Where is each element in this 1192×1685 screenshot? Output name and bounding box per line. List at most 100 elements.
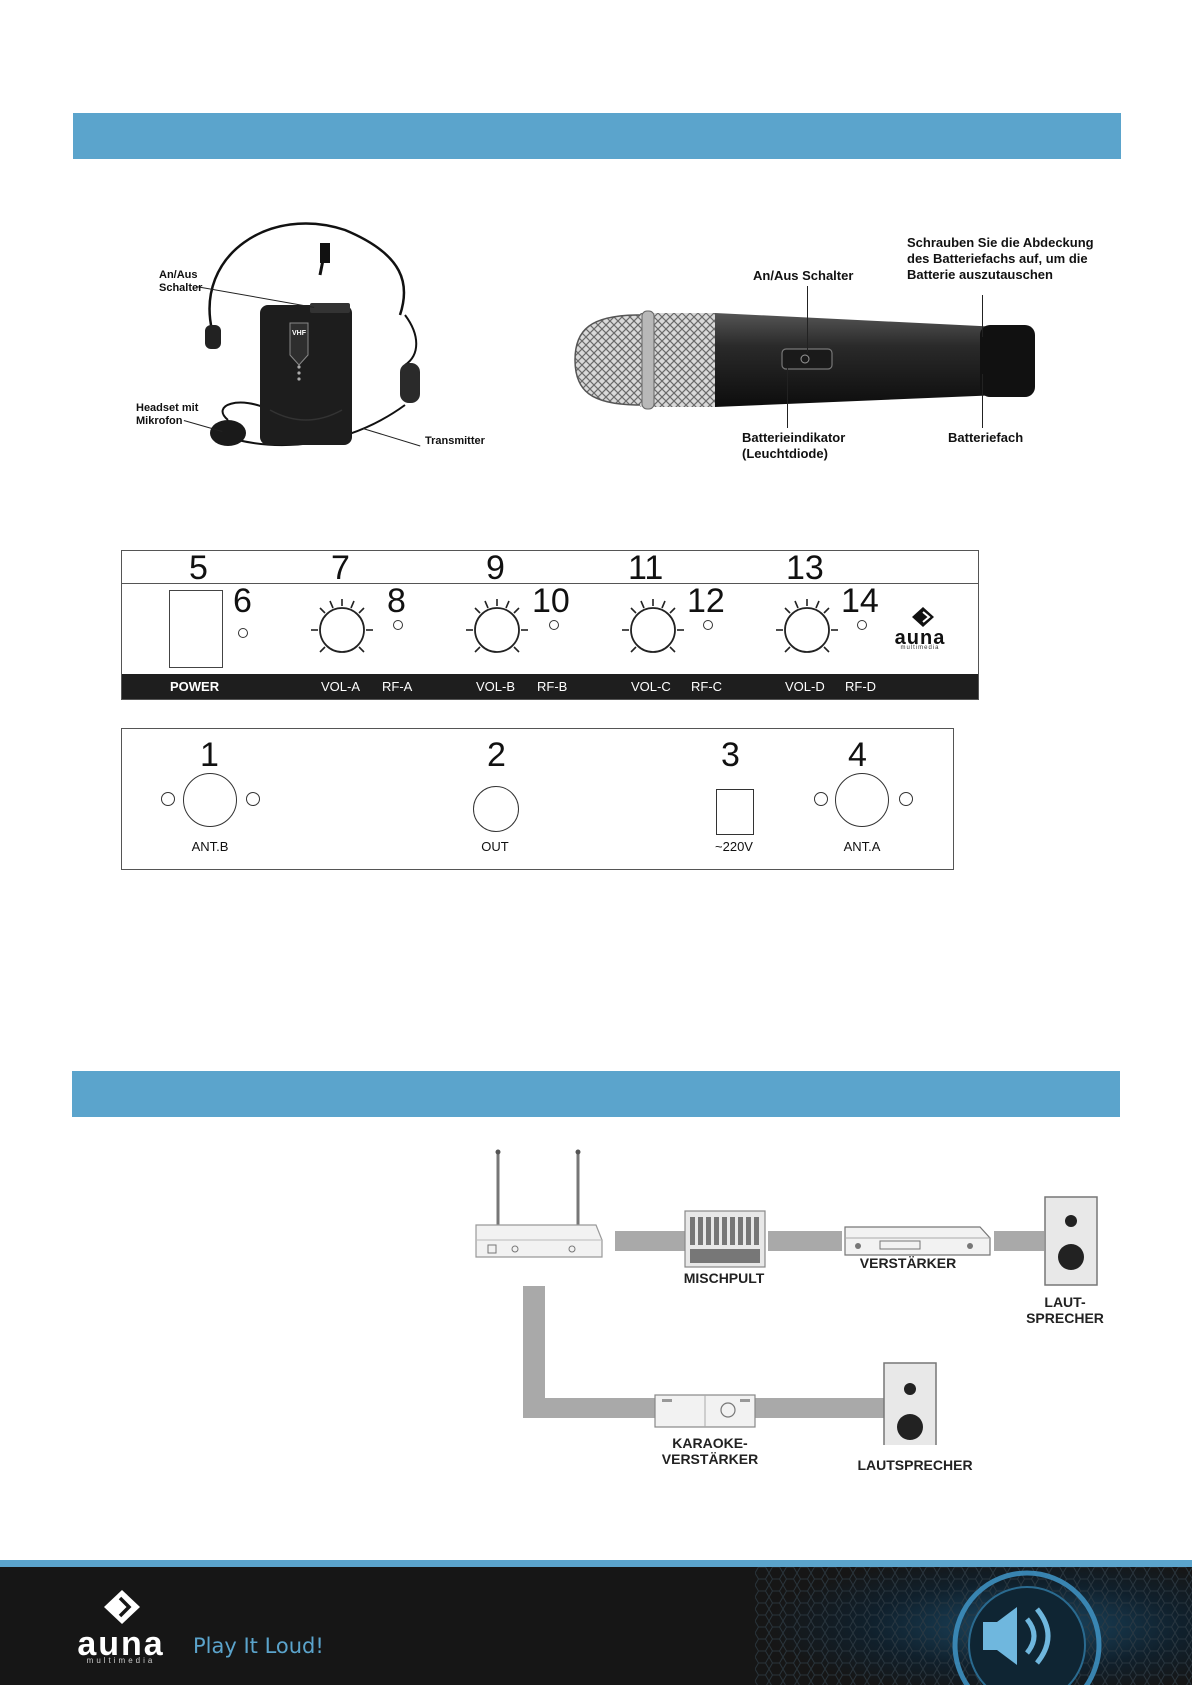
footer-slogan: Play It Loud! <box>193 1634 324 1658</box>
rf-b-led <box>549 620 559 630</box>
vol-c-knob <box>622 599 684 653</box>
cable-mixer-amplifier <box>768 1231 842 1251</box>
label-rf-b: RF-B <box>537 679 568 694</box>
front-number-14: 14 <box>841 582 879 620</box>
label-karaoke: KARAOKE- VERSTÄRKER <box>661 1435 759 1467</box>
front-panel-label-strip <box>122 674 978 699</box>
speaker-bottom <box>883 1362 937 1445</box>
section-header-bar-top <box>73 113 1121 159</box>
handheld-compartment-label: Batteriefach <box>948 430 1024 445</box>
front-number-7: 7 <box>331 549 350 587</box>
front-panel-brand-sub: multimedia <box>900 645 940 651</box>
rear-number-3: 3 <box>721 736 740 774</box>
cable-karaoke-speaker <box>753 1398 885 1418</box>
rf-c-led <box>703 620 713 630</box>
label-vol-b: VOL-B <box>476 679 516 694</box>
mixer-device <box>684 1210 766 1268</box>
vhf-badge-text: VHF <box>292 330 307 337</box>
ant-b-screw-left <box>161 792 175 806</box>
rf-d-led <box>857 620 867 630</box>
footer-speaker-graphic <box>755 1567 1192 1685</box>
handheld-switch-lead <box>807 286 808 352</box>
power-led <box>238 628 248 638</box>
label-speaker-top: LAUT- SPRECHER <box>1026 1294 1104 1326</box>
vol-d-knob <box>776 599 838 653</box>
footer-accent-stripe <box>0 1560 1192 1567</box>
right-ear-pad <box>400 363 420 403</box>
handheld-mic-drawing <box>574 310 1035 410</box>
vol-a-knob <box>311 599 373 653</box>
handheld-mic-illustration <box>570 305 1040 415</box>
front-number-9: 9 <box>486 549 505 587</box>
out-jack <box>473 786 519 832</box>
rear-number-2: 2 <box>487 736 506 774</box>
amplifier-device <box>844 1226 991 1256</box>
headset-mic-capsule <box>210 420 246 446</box>
volume-knobs <box>311 599 838 653</box>
headset-switch-label: An/Aus Schalter <box>159 269 203 294</box>
front-number-6: 6 <box>233 582 252 620</box>
footer-brand: auna <box>77 1625 165 1663</box>
front-panel-brand: auna <box>894 627 946 649</box>
label-mixer: MISCHPULT <box>683 1270 765 1286</box>
front-panel-divider <box>122 583 978 584</box>
ant-b-screw-right <box>246 792 260 806</box>
ant-a-screw-right <box>899 792 913 806</box>
ant-b-connector <box>183 773 237 827</box>
rf-a-led <box>393 620 403 630</box>
headset-mic-label: Headset mit Mikrofon <box>136 402 199 427</box>
front-panel-brand-logo <box>912 607 934 627</box>
label-power: POWER <box>170 679 220 694</box>
handheld-cover-lead <box>982 295 983 337</box>
front-number-8: 8 <box>387 582 406 620</box>
handheld-cover-label: Schrauben Sie die Abdeckung des Batterie… <box>907 235 1094 282</box>
headset-illustration: VHF <box>120 215 500 475</box>
label-vol-c: VOL-C <box>631 679 671 694</box>
front-number-11: 11 <box>628 549 664 587</box>
transmitter-label: Transmitter <box>425 435 485 447</box>
label-out: OUT <box>481 839 509 854</box>
label-rf-d: RF-D <box>845 679 877 694</box>
connection-diagram-devices <box>475 1149 1098 1445</box>
rear-number-1: 1 <box>200 736 219 774</box>
ant-a-connector <box>835 773 889 827</box>
footer-brand-sub: multimedia <box>86 1656 156 1665</box>
speaker-top <box>1044 1196 1098 1286</box>
front-number-5: 5 <box>189 549 208 587</box>
cable-to-karaoke <box>523 1398 655 1418</box>
front-number-12: 12 <box>687 582 725 620</box>
ant-a-screw-left <box>814 792 828 806</box>
label-vol-d: VOL-D <box>785 679 825 694</box>
handheld-indicator-label: Batterieindikator (Leuchtdiode) <box>742 430 846 461</box>
rear-number-4: 4 <box>848 736 867 774</box>
handheld-switch-label: An/Aus Schalter <box>753 268 854 283</box>
label-220v: ~220V <box>715 839 753 854</box>
cable-receiver-mixer <box>615 1231 685 1251</box>
label-amplifier: VERSTÄRKER <box>859 1255 957 1271</box>
handheld-switch <box>781 348 833 370</box>
label-ant-a: ANT.A <box>843 839 881 854</box>
label-rf-c: RF-C <box>691 679 723 694</box>
front-number-13: 13 <box>786 549 824 587</box>
cable-amplifier-speaker <box>994 1231 1044 1251</box>
footer-speaker-icon <box>983 1607 1017 1665</box>
label-speaker-bottom: LAUTSPRECHER <box>857 1457 973 1473</box>
handheld-compartment-lead <box>982 374 983 428</box>
label-rf-a: RF-A <box>382 679 413 694</box>
bodypack-transmitter <box>260 305 352 445</box>
power-switch <box>169 590 223 668</box>
section-header-bar-middle <box>72 1071 1120 1117</box>
handheld-indicator-lead <box>787 368 788 428</box>
headset-drawing: VHF <box>205 222 420 446</box>
front-number-10: 10 <box>532 582 570 620</box>
headband <box>208 222 406 331</box>
label-vol-a: VOL-A <box>321 679 361 694</box>
receiver-device <box>475 1149 603 1258</box>
karaoke-amplifier-device <box>654 1394 756 1428</box>
label-ant-b: ANT.B <box>191 839 229 854</box>
footer-brand-logo-icon <box>104 1590 140 1624</box>
left-ear-pad <box>205 325 221 349</box>
power-socket <box>716 789 754 835</box>
vol-b-knob <box>466 599 528 653</box>
cable-receiver-down <box>523 1286 545 1418</box>
